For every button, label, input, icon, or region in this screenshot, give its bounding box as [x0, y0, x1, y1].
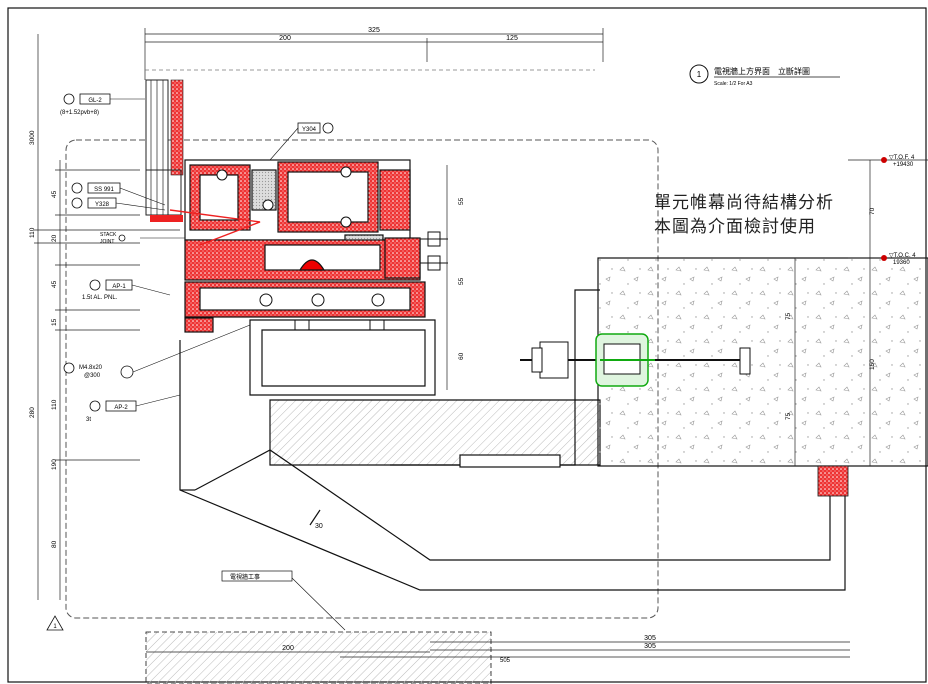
level-markers [881, 157, 887, 261]
dim-75a: 75 [785, 312, 792, 320]
tag-screw-sub: @300 [84, 373, 101, 379]
tag-y328: Y328 [95, 202, 110, 208]
glass-panel [145, 79, 184, 216]
dim-45a: 45 [51, 190, 58, 198]
tv-wall-label: 電視牆工事 [230, 573, 260, 581]
dim-30: 30 [315, 523, 323, 530]
steel-bracket [249, 289, 601, 468]
level-tof-label: ▽T.O.F. 4 [889, 155, 915, 161]
dim-top-left: 200 [279, 35, 291, 42]
tag-stack: STACK [100, 232, 117, 238]
tv-wall-tag [221, 570, 293, 582]
bottom-dimension-lines [146, 641, 850, 658]
title-number: 1 [697, 70, 702, 79]
tag-y304: Y304 [302, 127, 317, 133]
dim-top-right: 125 [506, 35, 518, 42]
title-number-circle [689, 64, 709, 84]
dim-bottom-305b: 305 [644, 643, 656, 650]
note-interface: 本圖為介面檢討使用 [654, 217, 816, 237]
mullion-bolts [294, 231, 448, 331]
dim-20: 20 [51, 234, 58, 242]
dim-110: 110 [29, 227, 36, 238]
tag-ap1: AP-1 [112, 284, 126, 290]
dim-55b: 55 [458, 277, 465, 285]
dim-75b: 75 [785, 412, 792, 420]
tag-ap2: AP-2 [114, 405, 128, 411]
title-text: 電視牆上方界面 立斷詳圖 [714, 66, 810, 76]
concrete-slab [597, 257, 928, 467]
level-toc-label: ▽T.O.C. 4 [889, 253, 916, 259]
dim-280: 280 [29, 407, 36, 418]
dim-60: 60 [458, 352, 465, 360]
tv-wall-leader [291, 577, 346, 631]
dim-55a: 55 [458, 197, 465, 205]
sloped-cladding [179, 340, 846, 591]
leader-lines [110, 98, 299, 407]
tag-ss991: SS 991 [94, 187, 114, 193]
anchor-bolt [520, 333, 751, 387]
tag-ap1-sub: 1.5t AL. PNL. [82, 295, 118, 301]
level-tof-value: +19430 [893, 162, 914, 168]
title-scale: Scale: 1/2 For A3 [714, 81, 753, 87]
tv-wall-zone [145, 631, 492, 684]
tag-screw: M4.8x20 [79, 365, 103, 371]
dim-15: 15 [51, 318, 58, 326]
dim-bottom-200: 200 [282, 645, 294, 652]
callout-tags [63, 93, 334, 412]
mullion-profile [150, 159, 426, 333]
top-dimension-lines [144, 28, 604, 80]
tag-gl2-sub: (8+1.52pvb+8) [60, 110, 99, 116]
tag-gl2: GL-2 [88, 98, 102, 104]
dashed-boundary [65, 139, 659, 619]
dim-190: 190 [51, 459, 58, 470]
dim-top-total: 325 [368, 27, 380, 34]
dim-3000: 3000 [29, 130, 36, 145]
level-toc-value: 19360 [893, 260, 910, 266]
right-dimension-lines [794, 159, 928, 466]
profile-screw-bosses [216, 166, 385, 307]
revision-mark: 1 [53, 624, 57, 630]
dim-150: 150 [869, 359, 876, 370]
dim-bottom-505: 505 [500, 658, 511, 664]
note-structural: 單元帷幕尚待結構分析 [654, 193, 834, 213]
left-dimension-lines [34, 34, 180, 600]
dim-70: 70 [869, 207, 876, 215]
slab-edge-seal [817, 465, 849, 497]
dim-45b: 45 [51, 280, 58, 288]
revision-triangle [46, 615, 64, 631]
tag-ap2-sub: 3t [86, 417, 91, 423]
tag-joint: JOINT [100, 239, 114, 245]
dim-bottom-305a: 305 [644, 635, 656, 642]
dim-110b: 110 [51, 399, 58, 410]
dim-80: 80 [51, 540, 58, 548]
